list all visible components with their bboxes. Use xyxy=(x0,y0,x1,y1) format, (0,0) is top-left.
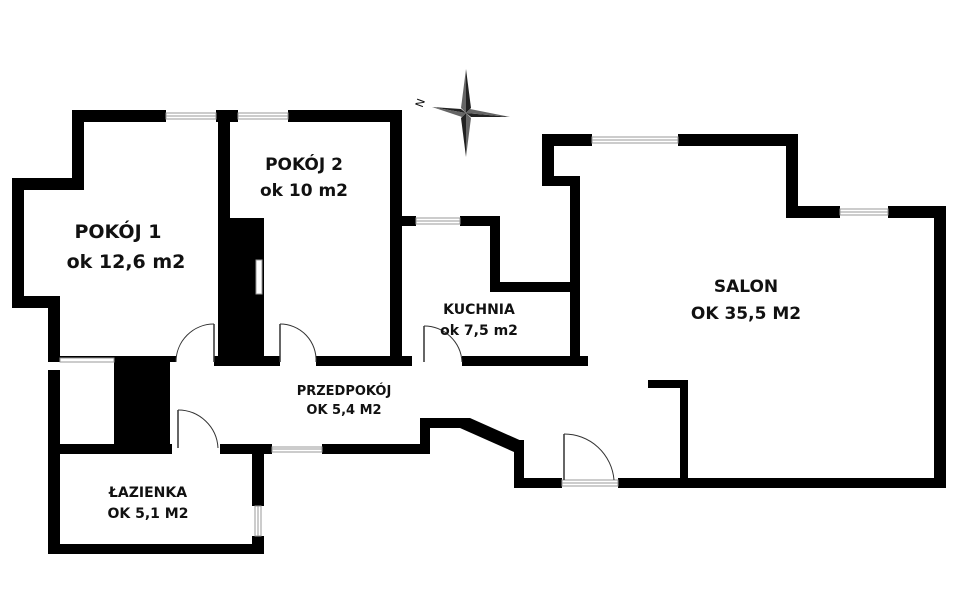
room-name-pokoj1: POKÓJ 1 xyxy=(74,219,161,243)
door-kuchnia xyxy=(423,325,463,363)
wall xyxy=(678,134,798,146)
door-entrance xyxy=(563,433,615,481)
room-area-kuchnia: ok 7,5 m2 xyxy=(440,323,518,339)
wall xyxy=(420,418,430,454)
window xyxy=(237,112,289,120)
door-pokoj2 xyxy=(279,323,317,363)
wall xyxy=(48,370,60,454)
wall xyxy=(490,282,580,292)
room-area-pokoj1: ok 12,6 m2 xyxy=(67,251,186,273)
wall xyxy=(390,110,402,366)
wall xyxy=(48,544,264,554)
wall xyxy=(542,134,592,146)
room-area-lazienka: OK 5,1 M2 xyxy=(108,506,189,522)
wall xyxy=(648,380,688,388)
room-area-pokoj2: ok 10 m2 xyxy=(260,181,348,201)
door-lazienka xyxy=(177,409,219,449)
window xyxy=(839,208,889,216)
room-name-kuchnia: KUCHNIA xyxy=(443,302,515,318)
wall xyxy=(490,216,500,290)
installation-block xyxy=(114,356,170,448)
compass-needle xyxy=(466,69,471,113)
wall xyxy=(390,216,416,226)
door-pokoj1 xyxy=(175,323,215,363)
wall xyxy=(786,206,840,218)
window xyxy=(59,357,115,363)
wall xyxy=(462,356,588,366)
room-area-salon: OK 35,5 M2 xyxy=(691,304,801,324)
wall xyxy=(48,444,172,454)
windows xyxy=(59,112,889,537)
wall xyxy=(542,176,580,186)
window xyxy=(415,217,461,225)
window xyxy=(255,259,263,295)
window xyxy=(271,446,323,453)
wall xyxy=(252,444,264,506)
wall xyxy=(514,478,562,488)
wall xyxy=(460,418,524,452)
wall xyxy=(288,110,402,122)
room-name-przedpokoj: PRZEDPOKÓJ xyxy=(297,383,392,399)
room-name-pokoj2: POKÓJ 2 xyxy=(265,153,343,175)
window xyxy=(591,136,679,144)
wall xyxy=(48,296,60,362)
room-area-przedpokoj: OK 5,4 M2 xyxy=(306,403,381,418)
window xyxy=(165,112,217,120)
room-name-lazienka: ŁAZIENKA xyxy=(108,485,187,501)
wall xyxy=(322,444,430,454)
room-name-salon: SALON xyxy=(714,277,778,297)
wall xyxy=(618,478,946,488)
compass-north-label: N xyxy=(413,97,428,109)
wall xyxy=(570,178,580,366)
wall xyxy=(220,444,272,454)
wall xyxy=(316,356,412,366)
wall xyxy=(48,444,60,554)
window xyxy=(254,505,262,537)
wall xyxy=(72,110,166,122)
wall xyxy=(888,206,946,218)
wall xyxy=(514,440,524,488)
room-labels: POKÓJ 1 ok 12,6 m2 POKÓJ 2 ok 10 m2 KUCH… xyxy=(67,153,801,522)
wall xyxy=(12,178,84,190)
wall xyxy=(72,110,84,190)
wall xyxy=(542,134,554,186)
wall xyxy=(252,536,264,554)
doors xyxy=(175,323,615,481)
wall xyxy=(786,134,798,218)
wall xyxy=(420,418,470,428)
wall xyxy=(214,356,280,366)
compass-rose: N xyxy=(413,69,510,157)
window xyxy=(561,479,619,487)
wall xyxy=(12,178,24,308)
wall xyxy=(460,216,500,226)
walls xyxy=(12,110,946,554)
wall xyxy=(680,380,688,480)
wall xyxy=(934,206,946,488)
